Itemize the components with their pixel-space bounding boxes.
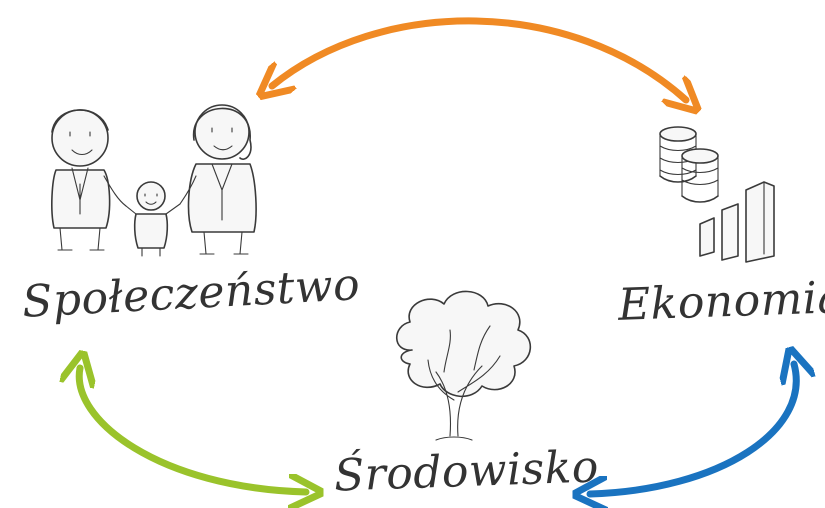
coins-chart-icon [659, 126, 775, 263]
mother-figure [179, 104, 257, 255]
arrow-society-economy [272, 17, 686, 100]
coin-stack-2 [681, 148, 719, 203]
arrow-economy-environment [590, 364, 796, 494]
family-icon [51, 104, 257, 257]
father-figure [51, 109, 127, 251]
environment-label: Środowisko [333, 441, 600, 502]
arrow-society-environment [79, 368, 306, 492]
tree-icon [396, 290, 532, 441]
bar-chart-sketch [699, 181, 775, 263]
economy-label: Ekonomia [617, 272, 825, 331]
child-figure [125, 181, 181, 257]
